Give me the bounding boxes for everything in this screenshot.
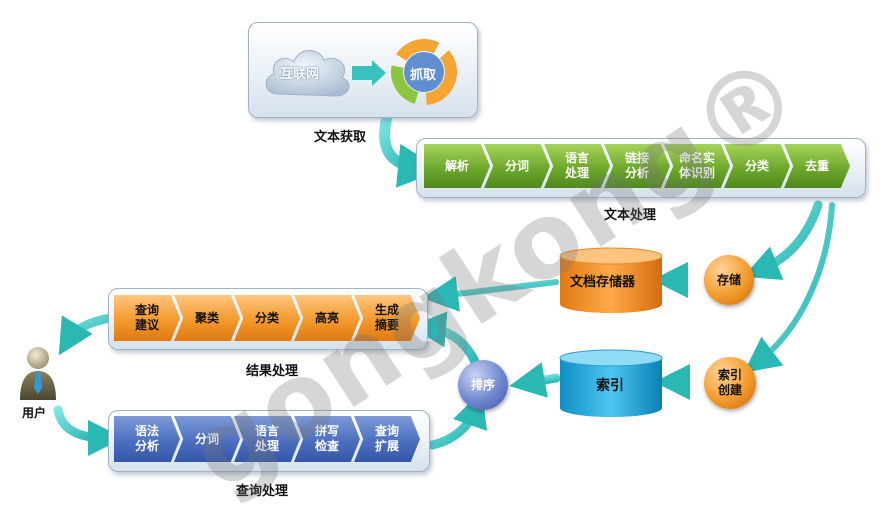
arrow-processing-to-index	[743, 202, 835, 373]
user-label: 用户	[22, 406, 47, 420]
result-processing-step-3: 分类	[234, 295, 300, 341]
index-cylinder	[559, 349, 663, 417]
text-processing-step-5: 命名实 体识别	[664, 144, 730, 188]
internet-label: 互联网	[280, 67, 320, 82]
rank-node: 排序	[458, 360, 508, 410]
arrow-crawl-to-processing	[379, 106, 442, 188]
text-processing-step-3: 语言 处理	[544, 144, 610, 188]
user-icon	[20, 347, 56, 400]
arrow-results-to-user	[58, 313, 115, 356]
result-processing-step-1: 查询 建议	[114, 295, 180, 341]
arrow-index-to-rank	[509, 362, 561, 398]
text-acquisition-caption: 文本获取	[314, 130, 367, 145]
doc-store-cylinder	[559, 247, 663, 313]
flow-arrows	[53, 106, 835, 456]
cloud-icon	[265, 50, 350, 97]
query-processing-step-1: 语法 分析	[114, 416, 180, 462]
result-processing-caption: 结果处理	[246, 364, 299, 379]
arrow-query-to-rank	[427, 391, 487, 450]
text-processing-caption: 文本处理	[604, 208, 657, 223]
result-processing-step-2: 聚类	[174, 295, 240, 341]
text-processing-step-4: 链接 分析	[604, 144, 670, 188]
right-arrow-icon	[352, 60, 386, 86]
cycle-icon	[391, 39, 457, 105]
arrow-docstore-to-results	[422, 275, 559, 312]
text-processing-step-7: 去重	[784, 144, 850, 188]
query-processing-step-3: 语言 处理	[234, 416, 300, 462]
query-processing-step-5: 查询 扩展	[354, 416, 420, 462]
query-processing-caption: 查询处理	[236, 484, 289, 499]
text-processing-step-1: 解析	[424, 144, 490, 188]
index-label: 索引	[596, 378, 624, 394]
arrow-processing-to-store	[743, 200, 823, 281]
result-processing-step-5: 生成 摘要	[354, 295, 420, 341]
query-processing-step-4: 拼写 检查	[294, 416, 360, 462]
crawl-label: 抓取	[410, 68, 437, 83]
query-processing-step-2: 分词	[174, 416, 240, 462]
index-create-node: 索引 创建	[704, 357, 756, 409]
doc-store-label: 文档存储器	[570, 275, 636, 290]
text-processing-step-6: 分类	[724, 144, 790, 188]
arrow-user-to-query	[53, 405, 124, 456]
text-processing-step-2: 分词	[484, 144, 550, 188]
result-processing-step-4: 高亮	[294, 295, 360, 341]
store-node: 存储	[704, 255, 754, 305]
